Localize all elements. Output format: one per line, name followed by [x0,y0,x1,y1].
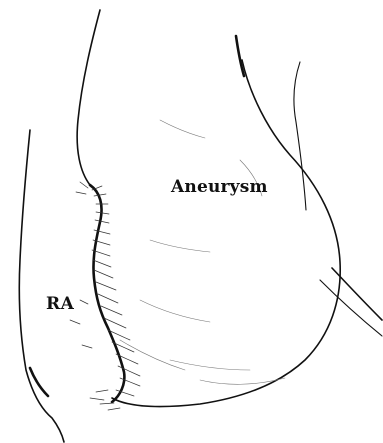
aneurysm-label: Aneurysm [171,177,268,197]
right-atrium-lower-edge [30,368,48,396]
lower-right-contour [332,268,382,320]
right-atrium-outline [19,130,64,442]
vessel-contour-left [236,36,244,76]
vessel-contour-right [294,62,306,210]
ra-aneurysm-boundary [90,185,124,402]
aneurysm-shading [120,120,285,384]
right-atrium-label: RA [46,294,74,314]
seam-hatching [70,182,140,410]
